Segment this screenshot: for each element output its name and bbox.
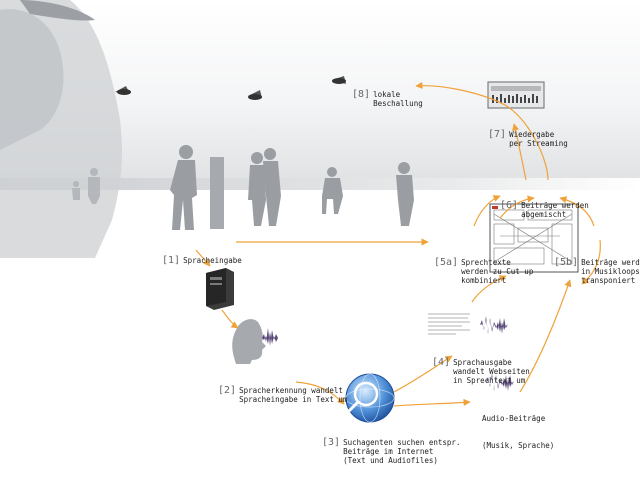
head-profile-icon [232, 319, 266, 364]
mixer-screen-icon [489, 203, 579, 273]
step-text: Spracheingabe [183, 256, 242, 265]
step-text: in Musikloops [581, 267, 640, 276]
speaker-icon [115, 86, 131, 95]
step-3-label: [3]Suchagenten suchen entspr.Beiträge im… [322, 420, 460, 474]
webpage-thumbnail-icon [426, 310, 474, 340]
person-sitting [322, 167, 343, 214]
step-text: abgemischt [521, 210, 567, 219]
step-number: [7] [488, 129, 507, 140]
step-text: in Sprechtext um [453, 376, 526, 385]
step-text: Spracheingabe in Text um [239, 395, 348, 404]
person-speaking [170, 145, 197, 230]
step-text: Beiträge im Internet [343, 447, 434, 456]
arrow-6-to-8 [415, 81, 549, 181]
step-number: [3] [322, 437, 341, 448]
step-number: [6] [500, 200, 519, 211]
step-text: Suchagenten suchen entspr. [343, 438, 461, 447]
person-with-child [72, 168, 100, 204]
step-text: (Text und Audiofiles) [343, 456, 438, 465]
step-number: [1] [162, 255, 181, 266]
step-text: (Musik, Sprache) [482, 441, 555, 450]
step-1-label: [1]Spracheingabe [162, 238, 242, 274]
visitor-silhouettes [72, 145, 414, 230]
step-number: [5b] [554, 257, 579, 268]
arrow-6-to-7 [512, 123, 527, 181]
arrow-5a-to-6 [499, 195, 535, 219]
server-tower-icon [206, 268, 234, 310]
arrow-server-to-head [221, 309, 239, 329]
step-text: werden zu Cut up [461, 267, 534, 276]
step-text: Audio-Beiträge [482, 414, 546, 423]
step-number: [8] [352, 89, 371, 100]
speaker-icon [248, 90, 262, 100]
step-text: kombiniert [461, 276, 507, 285]
step-number: [4] [432, 357, 451, 368]
step-text: lokale [373, 90, 401, 99]
step-5b-label: [5b]Beiträge werdenin Musikloopstranspon… [554, 240, 640, 294]
arrow-2-to-3 [295, 381, 345, 405]
step-text: wandelt Webseiten [453, 367, 530, 376]
speaker-icon [332, 76, 346, 84]
flow-arrows [195, 81, 601, 407]
screen-thumbnail-icon [487, 81, 545, 109]
arrow-1-to-server [195, 249, 211, 267]
person-pair [248, 148, 281, 226]
step-text: transponiert [581, 276, 636, 285]
person-standing-right [396, 162, 414, 226]
waveform-icon [480, 316, 508, 334]
step-text: Wiedergabe [509, 130, 555, 139]
step-text: per Streaming [509, 139, 568, 148]
globe-search-icon [344, 373, 395, 423]
microphone-column [210, 157, 224, 229]
step-text: Beiträge werden [581, 258, 640, 267]
step-text: Sprachausgabe [453, 358, 512, 367]
waveform-icon [262, 328, 278, 346]
step-text: Beiträge werden [521, 201, 589, 210]
step-text: Sprechtexte [461, 258, 511, 267]
step-text: Spracherkennung wandelt [239, 386, 343, 395]
waveform-icon [486, 373, 514, 391]
arrow-audio-to-mixer [519, 279, 572, 393]
step-number: [5a] [434, 257, 459, 268]
audio-contributions-label: Audio-Beiträge (Musik, Sprache) [482, 396, 554, 459]
arrow-5b-to-6 [559, 196, 595, 227]
step-number: [2] [218, 385, 237, 396]
step-text: Beschallung [373, 99, 423, 108]
arrow-5a-to-5b [473, 195, 501, 227]
arrow-4-to-mixer [471, 275, 507, 303]
arrow-3-to-audio [393, 398, 471, 407]
arrow-loop-right [581, 239, 601, 285]
arrow-3-to-4 [393, 355, 453, 393]
